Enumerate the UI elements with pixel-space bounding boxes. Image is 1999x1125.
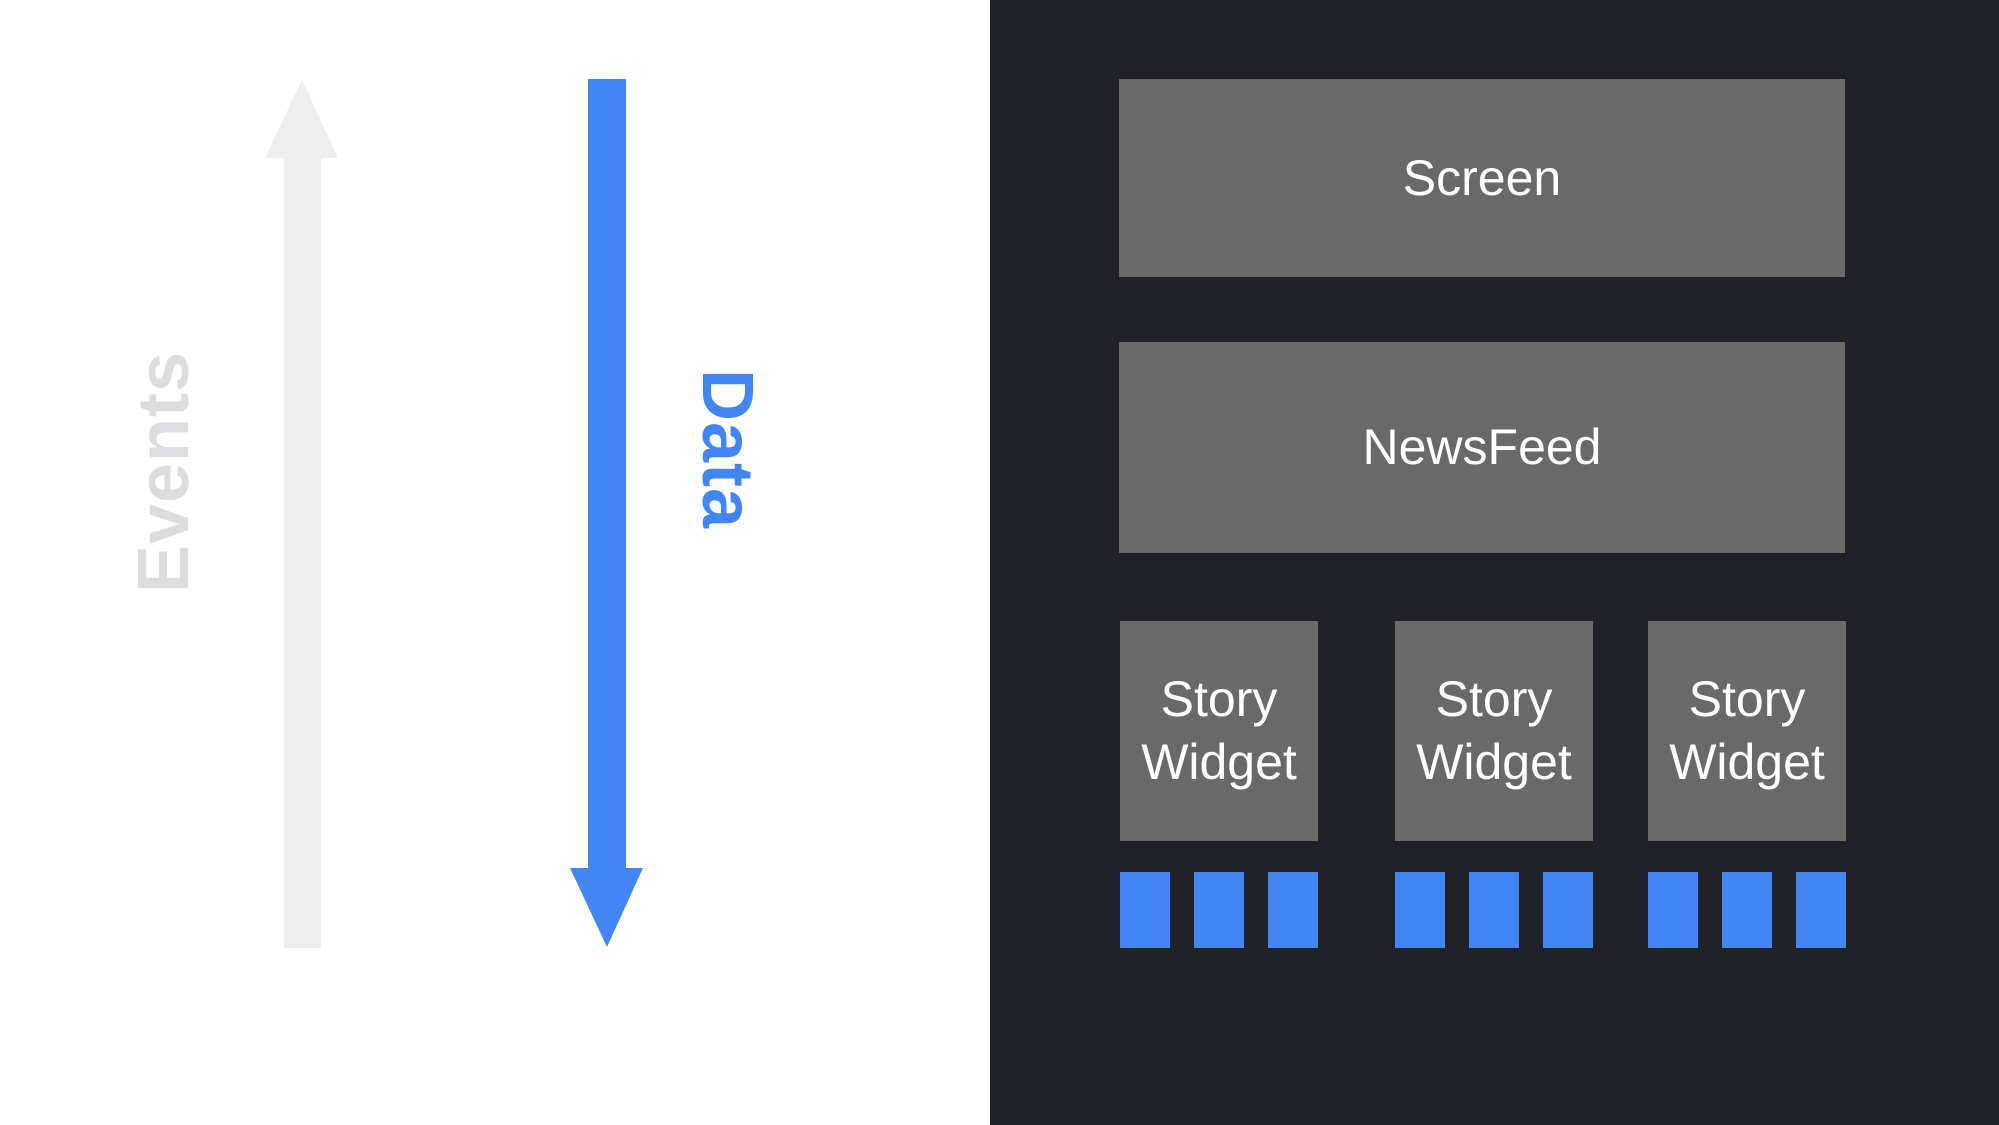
story-widget-label: Story Widget [1141, 671, 1297, 790]
story-widget-box: Story Widget [1395, 621, 1593, 841]
story-widget-label: Story Widget [1416, 671, 1572, 790]
events-arrow-shape [265, 80, 338, 948]
data-item-square [1194, 872, 1244, 948]
newsfeed-box-label: NewsFeed [1362, 419, 1602, 475]
story-widget-label: Story Widget [1669, 671, 1825, 790]
events-arrow-up-icon [265, 80, 338, 948]
data-item-square [1469, 872, 1519, 948]
newsfeed-box: NewsFeed [1119, 342, 1845, 553]
data-item-square [1543, 872, 1593, 948]
data-item-square [1395, 872, 1445, 948]
data-item-square [1268, 872, 1318, 948]
story-data-row [1648, 872, 1846, 948]
data-arrow-down-icon [570, 79, 643, 947]
screen-box: Screen [1119, 79, 1845, 277]
events-flow-label: Events [124, 350, 204, 594]
story-widget-group: Story Widget [1648, 621, 1846, 948]
data-item-square [1722, 872, 1772, 948]
data-item-square [1120, 872, 1170, 948]
story-data-row [1395, 872, 1593, 948]
data-arrow-shape [570, 79, 643, 947]
screen-box-label: Screen [1402, 149, 1562, 206]
data-item-square [1796, 872, 1846, 948]
data-item-square [1648, 872, 1698, 948]
story-widget-group: Story Widget [1395, 621, 1593, 948]
story-widget-group: Story Widget [1120, 621, 1318, 948]
app-frame-panel: Screen NewsFeed Story Widget Story Widge… [990, 0, 1999, 1125]
data-flow-label: Data [687, 368, 767, 530]
story-data-row [1120, 872, 1318, 948]
story-widget-box: Story Widget [1648, 621, 1846, 841]
story-widget-box: Story Widget [1120, 621, 1318, 841]
